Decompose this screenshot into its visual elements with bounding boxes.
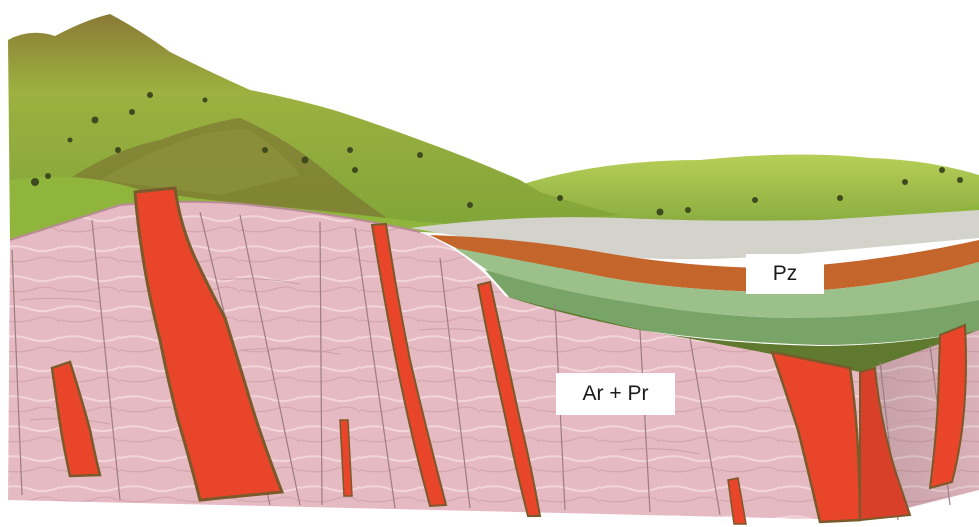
label-paleozoic-text: Pz: [773, 262, 798, 286]
label-basement-text: Ar + Pr: [583, 382, 649, 406]
label-archean-proterozoic-basement: Ar + Pr: [556, 373, 675, 415]
label-paleozoic-cover: Pz: [746, 254, 824, 294]
